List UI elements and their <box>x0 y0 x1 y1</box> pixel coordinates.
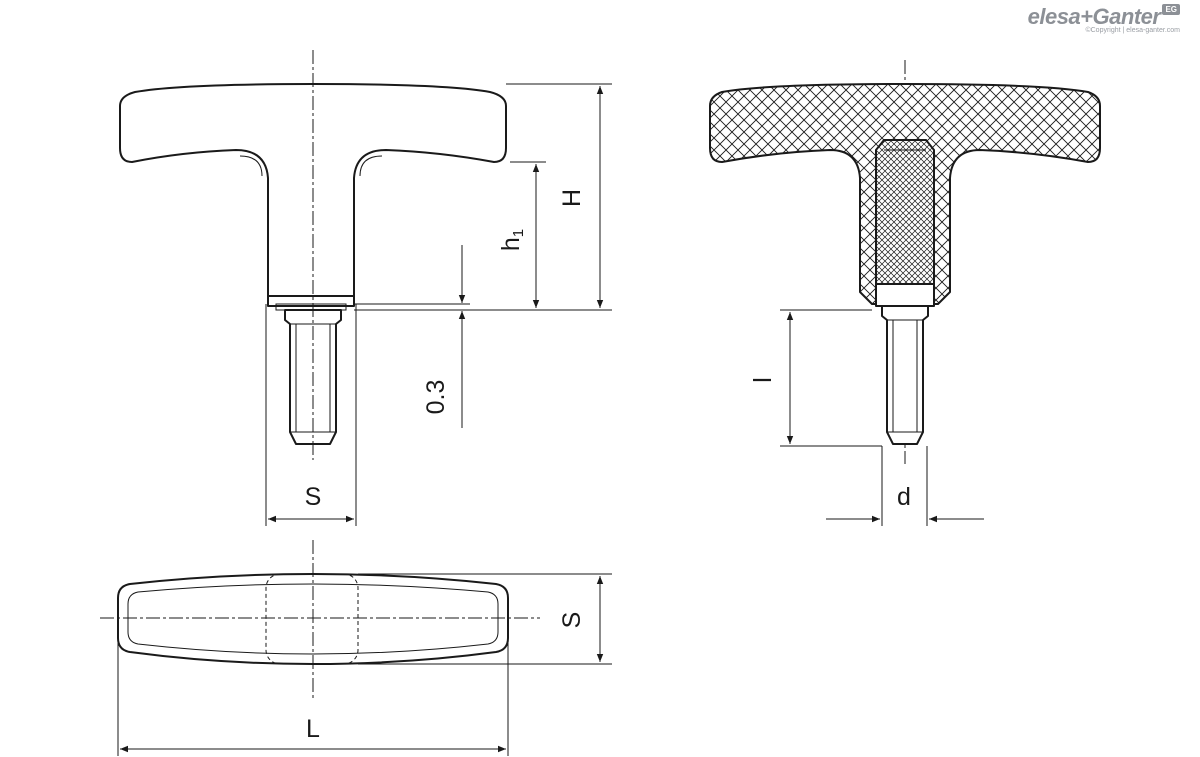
dim-L-label: L <box>306 715 320 743</box>
dim-h1-label: h1 <box>497 229 527 251</box>
logo-copyright: ©Copyright | elesa-ganter.com <box>1085 27 1180 34</box>
front-handle-outline <box>119 83 507 297</box>
section-view: l d <box>709 60 1101 526</box>
dim-h1-main: h <box>497 237 525 251</box>
logo-wordmark: elesa+Ganter <box>1027 4 1161 29</box>
top-view: S L <box>100 540 612 756</box>
logo-badge: EG <box>1162 4 1180 15</box>
dim-H-label: H <box>558 189 586 207</box>
dim-0.3-label: 0.3 <box>422 380 450 415</box>
front-insert-base <box>267 295 355 307</box>
dim-d-label: d <box>897 483 911 511</box>
front-view: H h1 0.3 S <box>119 50 612 526</box>
dim-l-label: l <box>749 377 777 383</box>
top-handle-outline <box>117 573 509 665</box>
front-threaded-stud <box>284 309 342 445</box>
section-threaded-insert <box>875 139 935 285</box>
dim-S-front-label: S <box>305 483 322 511</box>
front-neck-fillet-right <box>359 155 383 177</box>
dim-S-top-label: S <box>558 612 586 629</box>
front-neck-fillet-left <box>239 155 263 177</box>
top-hidden-stem <box>265 573 359 665</box>
top-handle-inner-outline <box>127 583 499 655</box>
dim-h1-sub: 1 <box>510 229 527 237</box>
section-threaded-stud <box>881 305 929 445</box>
section-insert-collar <box>875 283 935 307</box>
